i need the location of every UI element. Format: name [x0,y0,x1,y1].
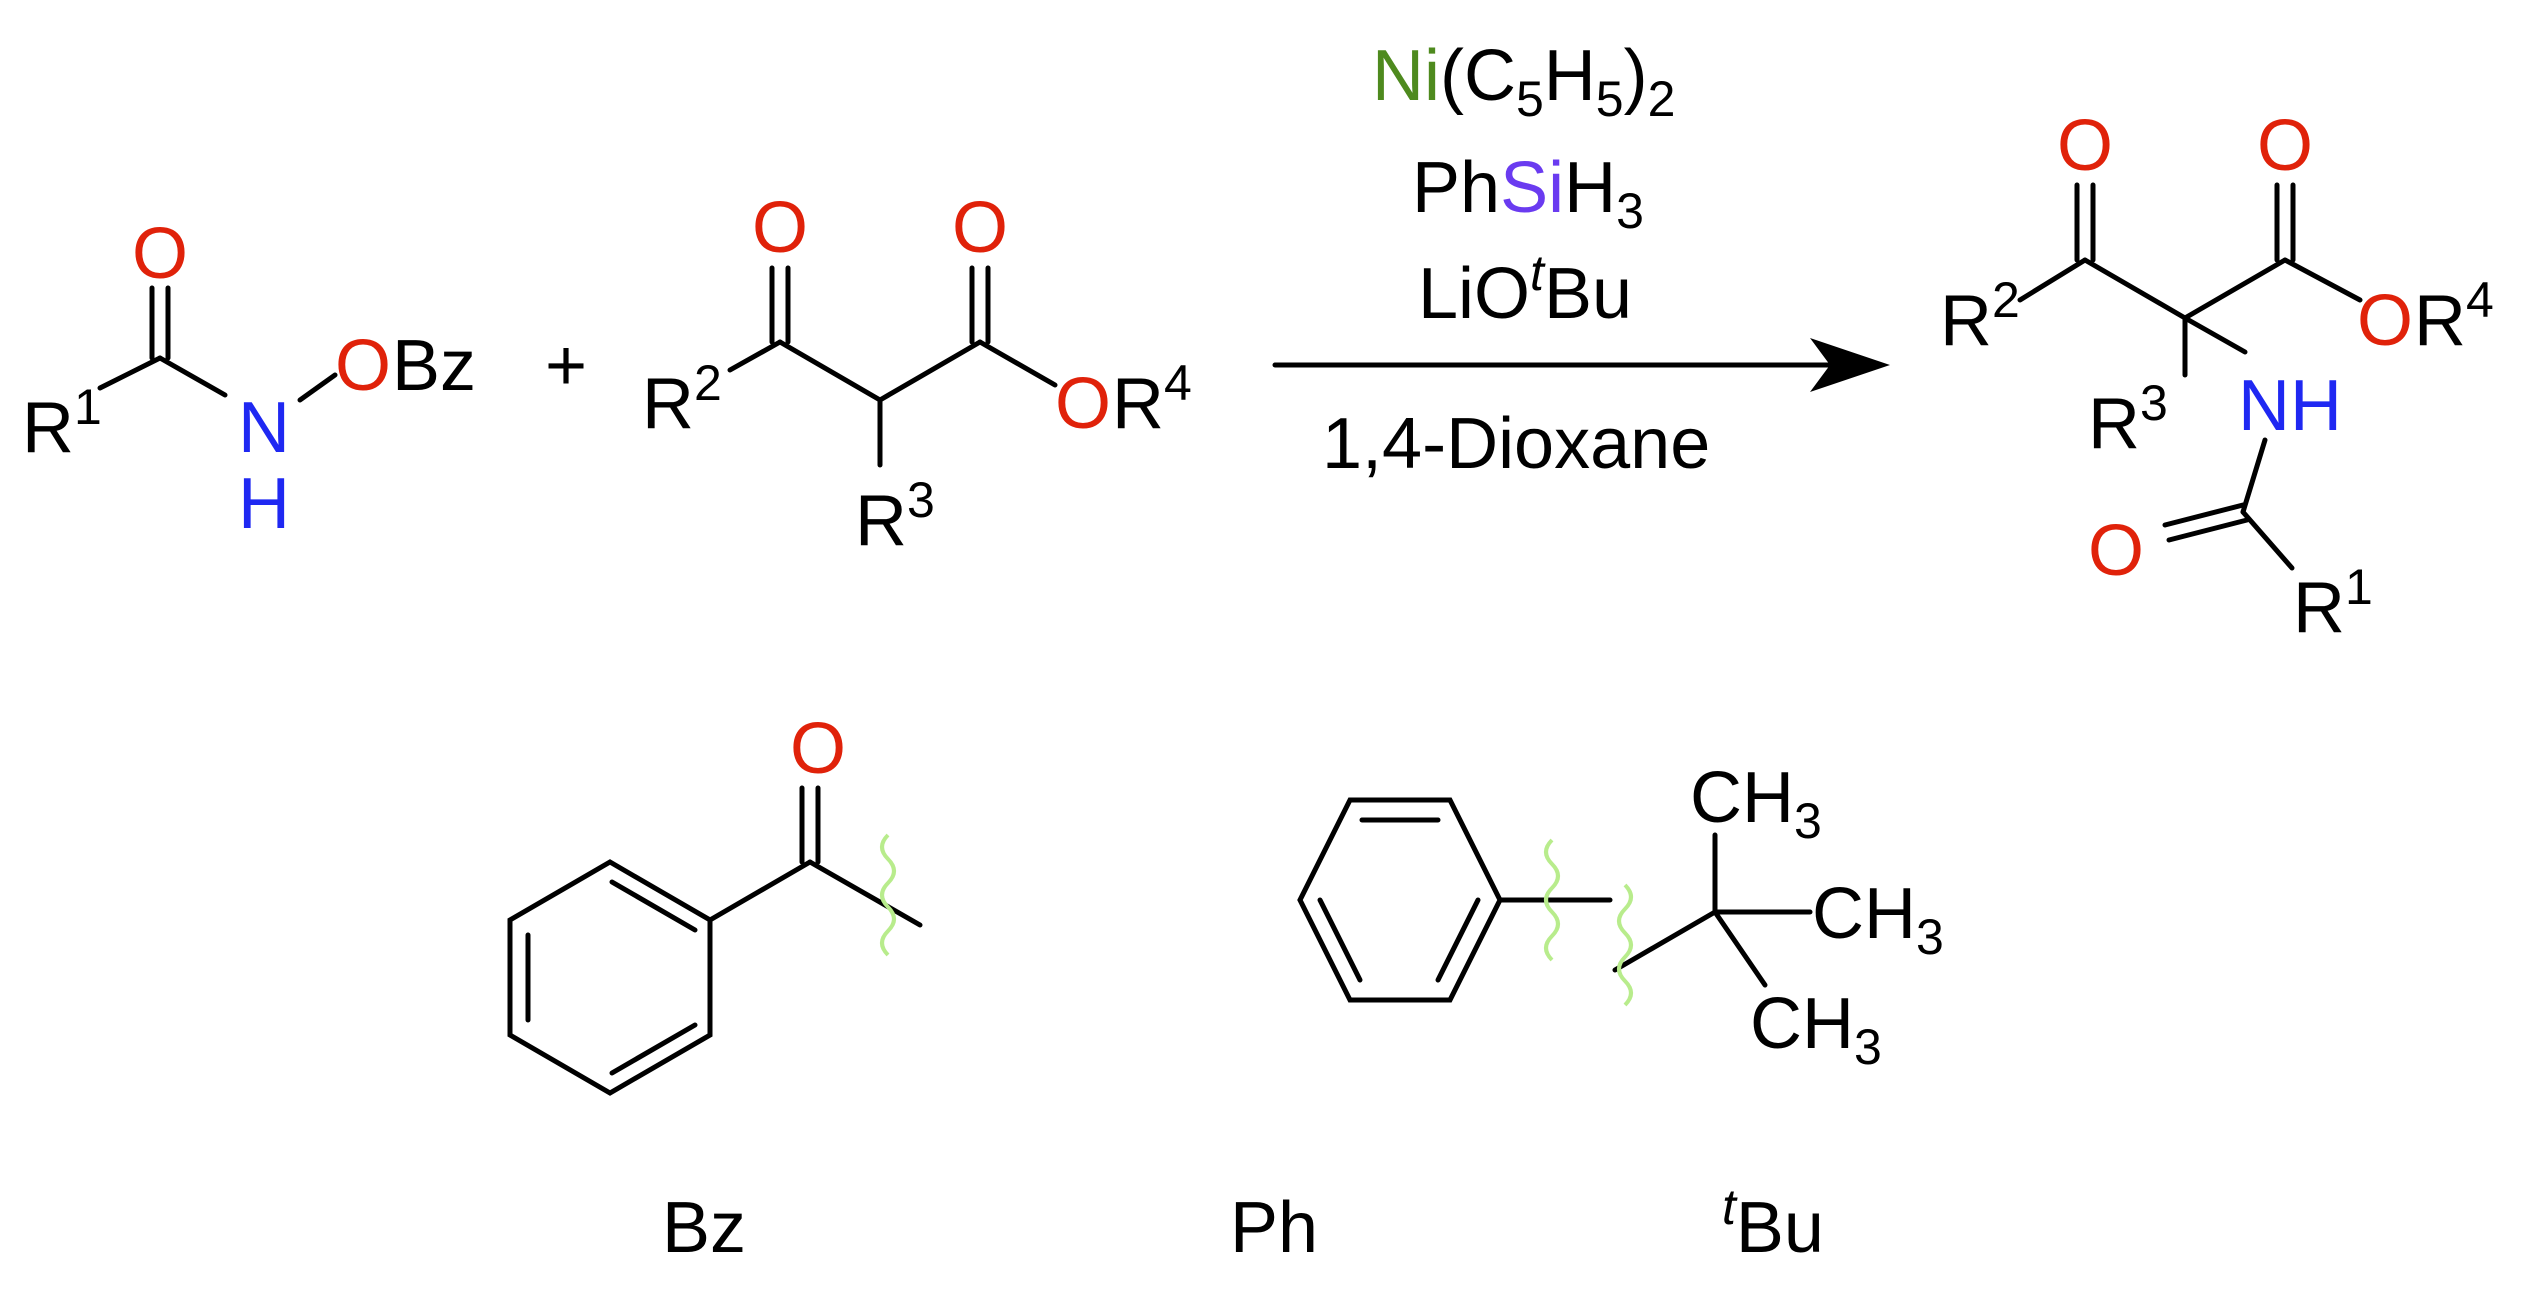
ester-carbonyl-oxygen: O [952,188,1008,268]
plus-sign: + [545,326,587,406]
bond-attachment [1612,909,1718,973]
catalyst-nickelocene: Ni(C5H5)2 [1372,36,1675,127]
reactant-ketoester: R2 O O O R4 R3 [642,188,1192,561]
ester-carbonyl-oxygen: O [2257,106,2313,186]
ring-inner-bond-1 [609,879,698,933]
tbu-caption: tBu [1722,1179,1824,1268]
bond-r2-ketone [727,339,783,373]
methyl-bottom: CH3 [1750,984,1882,1075]
benzoyloxy-oxygen: O [335,326,391,406]
bond-nh-carbonyl [2240,437,2268,515]
r2-label: R2 [1940,272,2020,361]
amide-oxygen: O [2088,511,2144,591]
bond-ester-o [977,339,1058,388]
bond-ketone-alpha [777,339,883,403]
reaction-conditions: Ni(C5H5)2 PhSiH3 LiOtBu 1,4-Dioxane [1272,36,1890,484]
ring-inner-bond-2 [609,1022,698,1076]
attachment-wavy-line [1617,883,1633,1007]
amide-nh: NH [2238,366,2342,446]
reactant-hydroxamate: R1 O N H O Bz [22,214,476,544]
product-amide: R2 O O O R4 R3 NH O R1 [1940,106,2494,648]
attachment-wavy-line [1544,838,1560,962]
bond-quaternary-nh [2182,315,2248,355]
ketone-oxygen: O [2057,106,2113,186]
bond-r2-ketone [2017,257,2088,303]
r4-label: R4 [2414,272,2494,361]
amide-hydrogen: H [238,464,290,544]
legend-benzoyl: O Bz [507,709,923,1268]
bond-alpha-ester [877,339,983,403]
bond-ester-o [2282,257,2363,303]
base-lithium-tert-butoxide: LiOtBu [1418,245,1632,334]
r3-label: R3 [2088,375,2168,464]
methyl-middle: CH3 [1812,874,1944,965]
r4-label: R4 [1112,355,1192,444]
ketone-oxygen: O [752,188,808,268]
r1-label: R1 [22,379,102,468]
bond-c-n [157,355,228,398]
bond-amide-double-b [2166,517,2250,543]
benzoyl-label: Bz [392,326,476,406]
ring-inner-bond-2 [1435,897,1481,983]
benzoyl-oxygen: O [790,709,846,789]
bond-ketone-quaternary [2082,257,2188,321]
carbonyl-oxygen: O [132,214,188,294]
legend-tert-butyl: CH3 CH3 CH3 tBu [1612,758,1944,1268]
r3-label: R3 [855,472,935,561]
bond-to-ch3-bot [1712,909,1768,988]
reagent-phenylsilane: PhSiH3 [1412,148,1644,239]
amide-nitrogen: N [238,388,290,468]
r1-label: R1 [2293,559,2373,648]
legend-phenyl: Ph [1230,797,1613,1268]
solvent-dioxane: 1,4-Dioxane [1322,404,1710,484]
bond-quaternary-ester [2182,257,2288,321]
bond-attachment [807,859,923,928]
ring-inner-bond-3 [1317,897,1363,983]
bond-amide-double-a [2162,502,2246,528]
attachment-wavy-line [880,833,896,957]
r2-label: R2 [642,355,722,444]
phenyl-benzene-ring [1297,797,1503,1003]
ester-oxygen: O [1055,364,1111,444]
bond-ring-carbonyl [707,859,813,923]
bz-caption: Bz [662,1188,746,1268]
ph-caption: Ph [1230,1188,1318,1268]
ester-oxygen: O [2357,281,2413,361]
methyl-top: CH3 [1690,758,1822,849]
bond-n-o [297,372,338,403]
reaction-arrow-head [1810,338,1890,392]
benzoyl-benzene-ring [507,859,713,1096]
bond-carbonyl-r1 [2240,509,2295,571]
bond-r1-carbonyl [97,355,163,391]
